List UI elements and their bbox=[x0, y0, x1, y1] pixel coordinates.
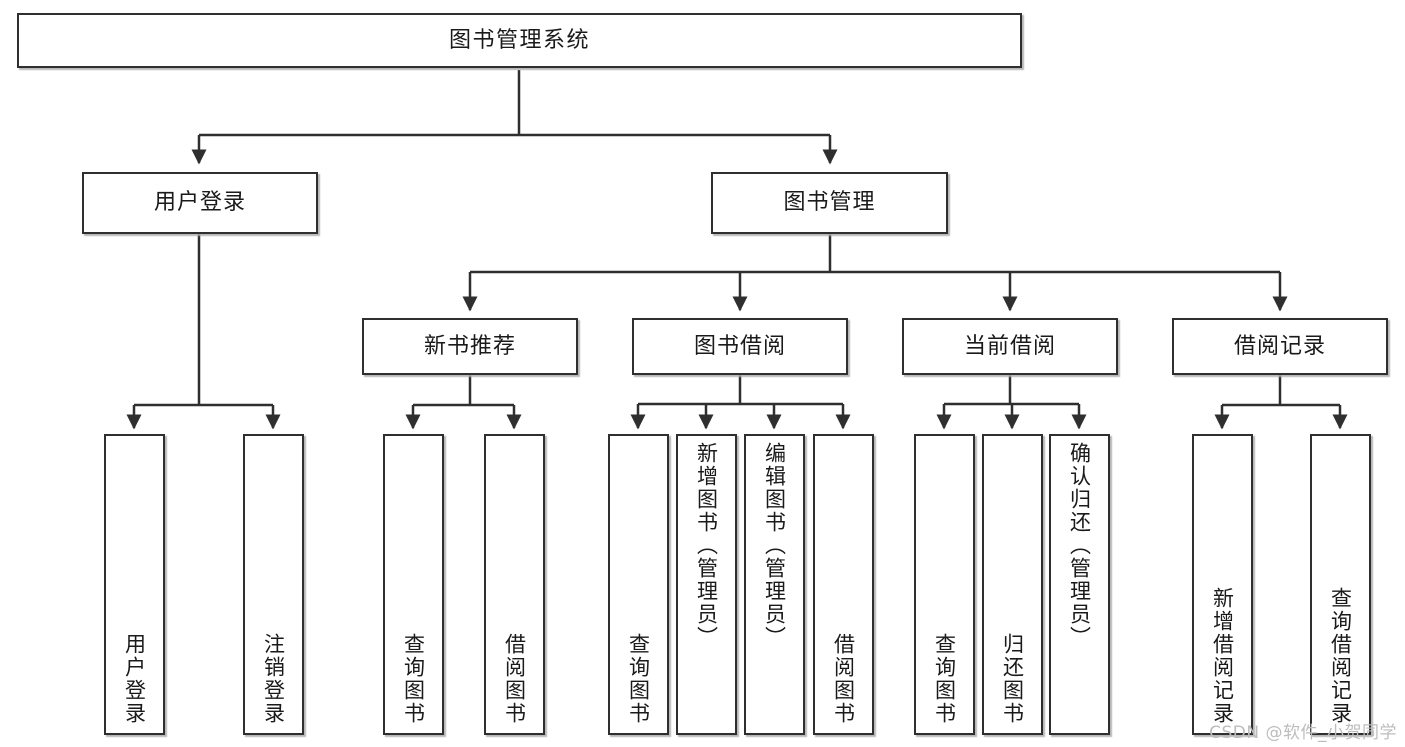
node-new-book-recommendation[interactable]: 新书推荐 bbox=[362, 318, 578, 375]
leaf-current-borrow-return[interactable]: 归还图书 bbox=[982, 434, 1043, 735]
node-label: 归还图书 bbox=[1000, 633, 1025, 725]
leaf-book-borrow-add[interactable]: 新增图书（管理员） bbox=[676, 434, 737, 735]
node-label: 查询借阅记录 bbox=[1328, 587, 1353, 725]
node-label: 注销登录 bbox=[261, 633, 286, 725]
node-user-login[interactable]: 用户登录 bbox=[82, 172, 318, 234]
node-label: 新增借阅记录 bbox=[1210, 587, 1235, 725]
node-label: 新书推荐 bbox=[423, 333, 516, 359]
node-label: 确认归还（管理员） bbox=[1067, 442, 1092, 649]
leaf-new-books-query[interactable]: 查询图书 bbox=[383, 434, 444, 735]
node-label: 编辑图书（管理员） bbox=[762, 442, 787, 649]
node-label: 借阅记录 bbox=[1233, 333, 1326, 359]
leaf-current-borrow-confirm-return[interactable]: 确认归还（管理员） bbox=[1049, 434, 1110, 735]
node-book-management-system[interactable]: 图书管理系统 bbox=[17, 13, 1022, 68]
node-label: 查询图书 bbox=[932, 633, 957, 725]
node-current-borrowing[interactable]: 当前借阅 bbox=[902, 318, 1118, 375]
leaf-new-books-borrow[interactable]: 借阅图书 bbox=[484, 434, 545, 735]
node-borrow-records[interactable]: 借阅记录 bbox=[1172, 318, 1388, 375]
node-book-management[interactable]: 图书管理 bbox=[711, 172, 948, 234]
csdn-watermark: CSDN @软件_小贺同学 bbox=[1209, 723, 1397, 743]
leaf-borrow-records-add[interactable]: 新增借阅记录 bbox=[1192, 434, 1253, 735]
node-label: 借阅图书 bbox=[502, 633, 527, 725]
leaf-borrow-records-query[interactable]: 查询借阅记录 bbox=[1310, 434, 1371, 735]
node-label: 图书管理 bbox=[783, 190, 876, 215]
leaf-book-borrow-query[interactable]: 查询图书 bbox=[608, 434, 669, 735]
leaf-book-borrow-borrow[interactable]: 借阅图书 bbox=[813, 434, 874, 735]
node-label: 图书借阅 bbox=[693, 333, 786, 359]
node-label: 当前借阅 bbox=[963, 333, 1056, 359]
leaf-current-borrow-query[interactable]: 查询图书 bbox=[914, 434, 975, 735]
node-label: 图书管理系统 bbox=[448, 27, 590, 53]
node-label: 查询图书 bbox=[401, 633, 426, 725]
leaf-user-login-logout[interactable]: 注销登录 bbox=[243, 434, 304, 735]
leaf-book-borrow-edit[interactable]: 编辑图书（管理员） bbox=[744, 434, 805, 735]
leaf-user-login-login[interactable]: 用户登录 bbox=[104, 434, 165, 735]
node-book-borrowing[interactable]: 图书借阅 bbox=[632, 318, 848, 375]
node-label: 新增图书（管理员） bbox=[694, 442, 719, 649]
node-label: 用户登录 bbox=[122, 633, 147, 725]
node-label: 用户登录 bbox=[153, 190, 246, 215]
node-label: 查询图书 bbox=[626, 633, 651, 725]
node-label: 借阅图书 bbox=[831, 633, 856, 725]
